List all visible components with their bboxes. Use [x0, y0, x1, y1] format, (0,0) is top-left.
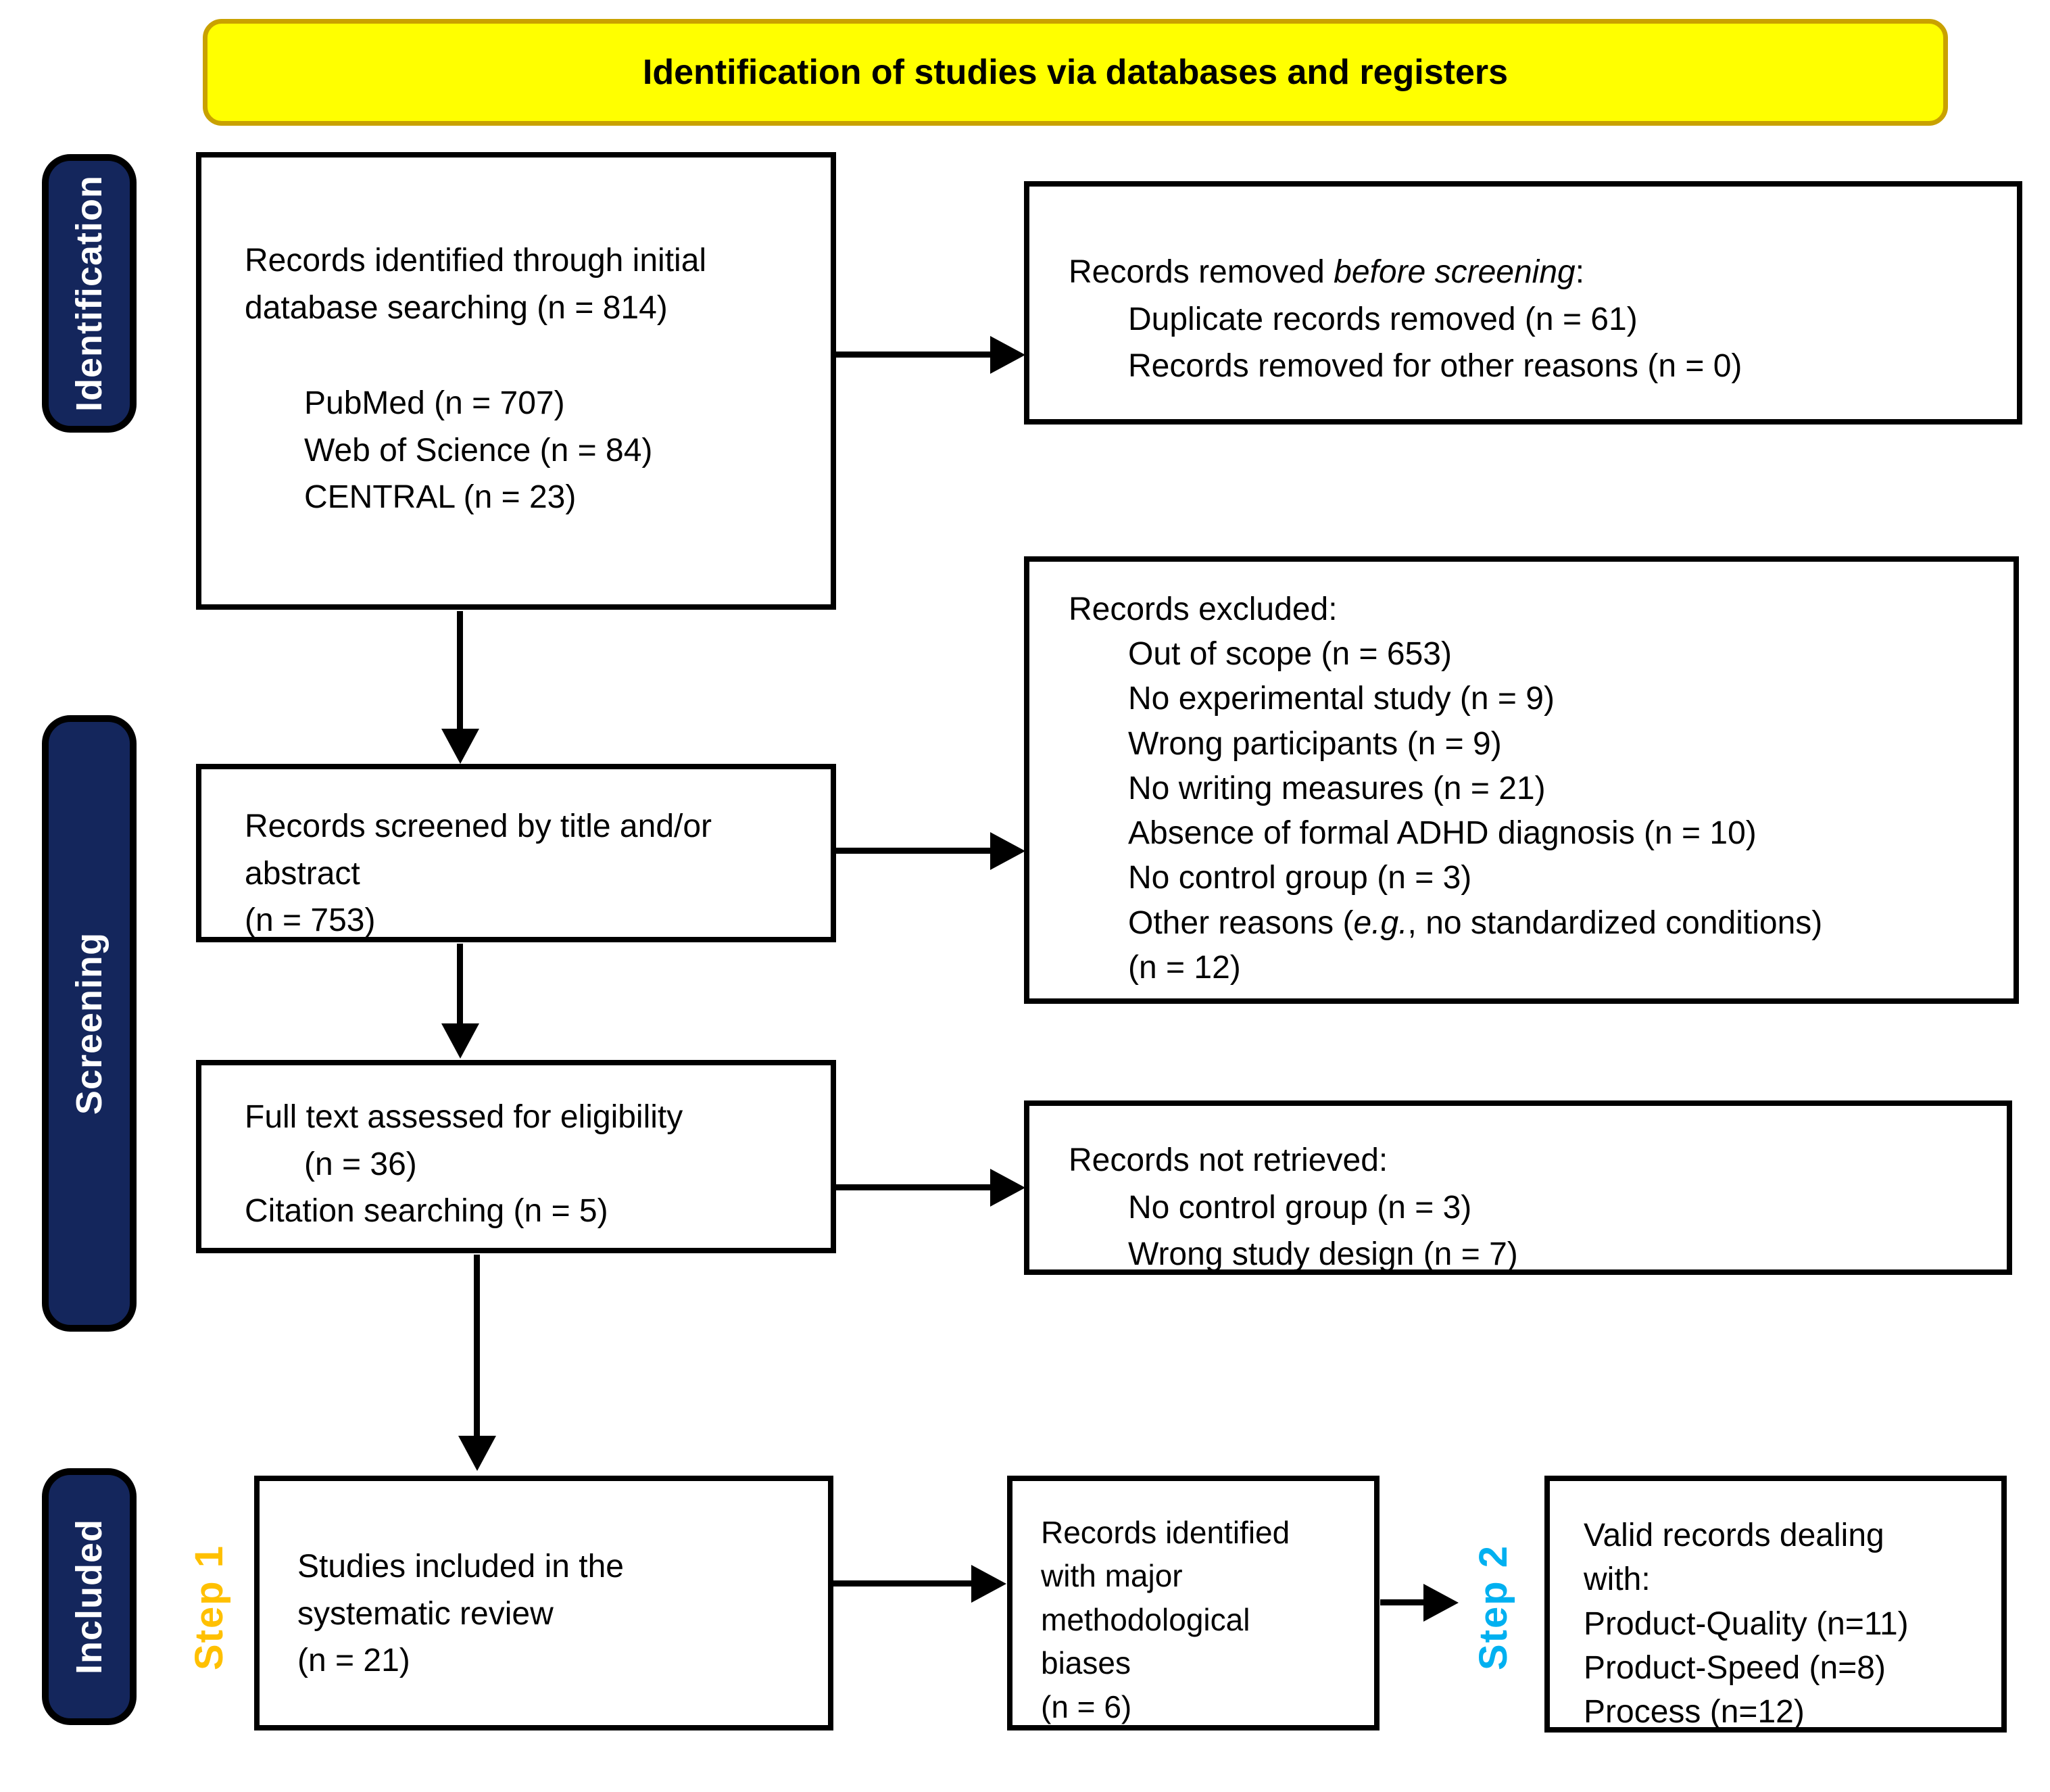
box-records-excluded: Records excluded: Out of scope (n = 653)… — [1024, 556, 2019, 1004]
box-full-text-assessed: Full text assessed for eligibility (n = … — [196, 1060, 836, 1253]
other-suffix: , no standardized conditions) — [1407, 904, 1823, 941]
box-records-screened-line2: abstract — [245, 855, 360, 892]
box-studies-included: Studies included in the systematic revie… — [254, 1476, 833, 1730]
box-biases-line3: methodological — [1041, 1601, 1250, 1637]
step-2-label: Step 2 — [1471, 1544, 1515, 1671]
banner-title: Identification of studies via databases … — [642, 53, 1509, 92]
box-records-excluded-title: Records excluded: — [1069, 591, 1338, 627]
stage-tab-included: Included — [42, 1468, 137, 1725]
arrow-included-to-biases-line — [833, 1580, 973, 1587]
arrow-biases-to-valid-line — [1380, 1599, 1425, 1605]
excluded-item-other-count: (n = 12) — [1128, 949, 1241, 986]
box-records-identified-line2: database searching (n = 814) — [245, 289, 668, 326]
excluded-item: Out of scope (n = 653) — [1128, 636, 1452, 673]
excluded-item: No experimental study (n = 9) — [1128, 681, 1555, 717]
box-studies-included-line2: systematic review — [297, 1595, 554, 1632]
box-biases-line2: with major — [1041, 1558, 1183, 1594]
box-records-identified-line1: Records identified through initial — [245, 243, 707, 279]
box-biases-line1: Records identified — [1041, 1515, 1290, 1550]
arrow-identified-to-screened-line — [457, 611, 463, 731]
excluded-item: Wrong participants (n = 9) — [1128, 725, 1502, 762]
stage-tab-screening-label: Screening — [69, 931, 109, 1115]
arrow-screened-to-excluded-head — [990, 832, 1025, 870]
excluded-item: No control group (n = 3) — [1128, 860, 1472, 896]
source-pubmed: PubMed (n = 707) — [304, 385, 565, 422]
box-biases-line5: (n = 6) — [1041, 1689, 1132, 1724]
removed-item: Records removed for other reasons (n = 0… — [1128, 348, 1742, 385]
box-full-text-line1: Full text assessed for eligibility — [245, 1099, 683, 1135]
source-web-of-science: Web of Science (n = 84) — [304, 432, 653, 468]
title-italic: before screening — [1334, 254, 1576, 290]
box-valid-records-line3: Product-Quality (n=11) — [1584, 1605, 1909, 1642]
arrow-identified-to-removed-head — [990, 336, 1025, 374]
box-valid-records-line4: Product-Speed (n=8) — [1584, 1649, 1886, 1686]
not-retrieved-item: Wrong study design (n = 7) — [1128, 1236, 1518, 1273]
arrow-screened-to-excluded-line — [835, 848, 992, 854]
box-valid-records-line5: Process (n=12) — [1584, 1694, 1805, 1730]
stage-tab-identification-label: Identification — [69, 175, 109, 412]
box-methodological-biases: Records identified with major methodolog… — [1007, 1476, 1380, 1730]
title-suffix: : — [1575, 254, 1585, 290]
box-records-identified: Records identified through initial datab… — [196, 152, 836, 610]
box-records-screened-line3: (n = 753) — [245, 902, 376, 939]
title-prefix: Records removed — [1069, 254, 1334, 290]
excluded-item-other: Other reasons (e.g., no standardized con… — [1128, 901, 1993, 946]
stage-tab-included-label: Included — [69, 1518, 109, 1674]
arrow-screened-to-fulltext-line — [457, 944, 463, 1026]
stage-tab-screening: Screening — [42, 715, 137, 1332]
excluded-item: No writing measures (n = 21) — [1128, 770, 1546, 806]
box-records-removed: Records removed before screening: Duplic… — [1024, 181, 2022, 425]
arrow-biases-to-valid-head — [1423, 1584, 1459, 1622]
arrow-fulltext-to-included-head — [458, 1436, 496, 1471]
other-prefix: Other reasons ( — [1128, 904, 1354, 941]
arrow-identified-to-screened-head — [441, 729, 479, 764]
arrow-screened-to-fulltext-head — [441, 1023, 479, 1059]
excluded-item: Absence of formal ADHD diagnosis (n = 10… — [1128, 815, 1757, 852]
box-records-screened: Records screened by title and/or abstrac… — [196, 764, 836, 942]
arrow-identified-to-removed-line — [835, 352, 992, 358]
removed-item: Duplicate records removed (n = 61) — [1128, 301, 1638, 337]
arrow-fulltext-to-included-line — [474, 1255, 480, 1438]
other-italic: e.g. — [1353, 904, 1408, 941]
stage-tab-identification: Identification — [42, 154, 137, 433]
box-studies-included-line1: Studies included in the — [297, 1549, 624, 1584]
arrow-included-to-biases-head — [971, 1565, 1006, 1603]
box-records-screened-line1: Records screened by title and/or — [245, 808, 712, 844]
box-full-text-line3: Citation searching (n = 5) — [245, 1193, 608, 1230]
box-studies-included-line3: (n = 21) — [297, 1643, 410, 1679]
box-not-retrieved-title: Records not retrieved: — [1069, 1142, 1388, 1178]
box-valid-records-line1: Valid records dealing — [1584, 1518, 1884, 1553]
box-valid-records: Valid records dealing with: Product-Qual… — [1544, 1476, 2007, 1733]
box-biases-line4: biases — [1041, 1645, 1131, 1681]
box-full-text-line2: (n = 36) — [304, 1146, 417, 1182]
not-retrieved-item: No control group (n = 3) — [1128, 1189, 1472, 1226]
arrow-fulltext-to-notretrieved-head — [990, 1169, 1025, 1207]
source-central: CENTRAL (n = 23) — [304, 479, 577, 516]
spacer — [245, 331, 804, 380]
banner: Identification of studies via databases … — [203, 19, 1948, 126]
step-1-label: Step 1 — [187, 1544, 231, 1671]
box-records-not-retrieved: Records not retrieved: No control group … — [1024, 1100, 2012, 1275]
box-valid-records-line2: with: — [1584, 1561, 1651, 1598]
box-records-removed-title: Records removed before screening: — [1069, 249, 1990, 296]
arrow-fulltext-to-notretrieved-line — [835, 1184, 992, 1190]
